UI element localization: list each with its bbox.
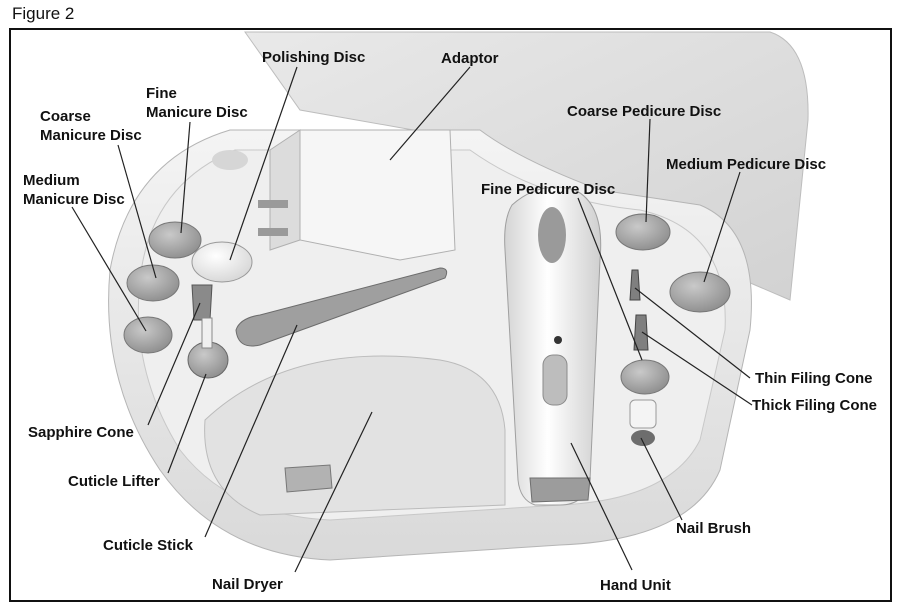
label-adaptor: Adaptor (441, 50, 499, 67)
nail-dryer (204, 355, 506, 516)
left-well (212, 150, 248, 170)
hand-unit-tip (529, 477, 591, 503)
nail-brush (629, 399, 657, 429)
fine-manicure-disc (148, 221, 202, 259)
label-coarse-manicure-disc-line1: Coarse (40, 108, 91, 125)
label-fine-manicure-disc-line2: Manicure Disc (146, 104, 248, 121)
thick-filing-cone (633, 314, 649, 351)
polishing-disc (191, 241, 253, 283)
hand-unit-window (538, 207, 566, 263)
hand-unit-switch (542, 354, 568, 406)
label-polishing-disc: Polishing Disc (262, 49, 365, 66)
label-medium-manicure-disc-line1: Medium (23, 172, 80, 189)
label-sapphire-cone: Sapphire Cone (28, 424, 134, 441)
adaptor (299, 129, 456, 261)
label-coarse-manicure-disc-line2: Manicure Disc (40, 127, 142, 144)
figure-title: Figure 2 (12, 4, 75, 23)
thin-filing-cone (629, 269, 641, 301)
label-hand-unit: Hand Unit (600, 577, 671, 594)
label-medium-manicure-disc-line2: Manicure Disc (23, 191, 125, 208)
label-cuticle-stick: Cuticle Stick (103, 537, 194, 554)
figure-frame (9, 28, 892, 602)
adaptor-prong-top (258, 200, 288, 208)
coarse-pedicure-disc (615, 213, 671, 251)
fine-pedicure-disc (620, 359, 670, 395)
label-coarse-pedicure-disc: Coarse Pedicure Disc (567, 103, 721, 120)
cuticle-stick (235, 267, 448, 347)
adaptor-prong-bottom (258, 228, 288, 236)
label-thin-filing-cone: Thin Filing Cone (755, 370, 872, 387)
medium-manicure-disc (123, 316, 173, 354)
label-medium-pedicure-disc: Medium Pedicure Disc (666, 156, 826, 173)
label-fine-manicure-disc-line1: Fine (146, 85, 177, 102)
coarse-manicure-disc (126, 264, 180, 302)
label-thick-filing-cone: Thick Filing Cone (752, 397, 877, 414)
leader-lines (71, 66, 753, 573)
hand-unit-indicator (554, 336, 562, 344)
label-nail-brush: Nail Brush (676, 520, 751, 537)
label-fine-pedicure-disc: Fine Pedicure Disc (481, 181, 615, 198)
label-nail-dryer: Nail Dryer (212, 576, 283, 593)
label-cuticle-lifter: Cuticle Lifter (68, 473, 160, 490)
medium-pedicure-disc (669, 271, 731, 313)
